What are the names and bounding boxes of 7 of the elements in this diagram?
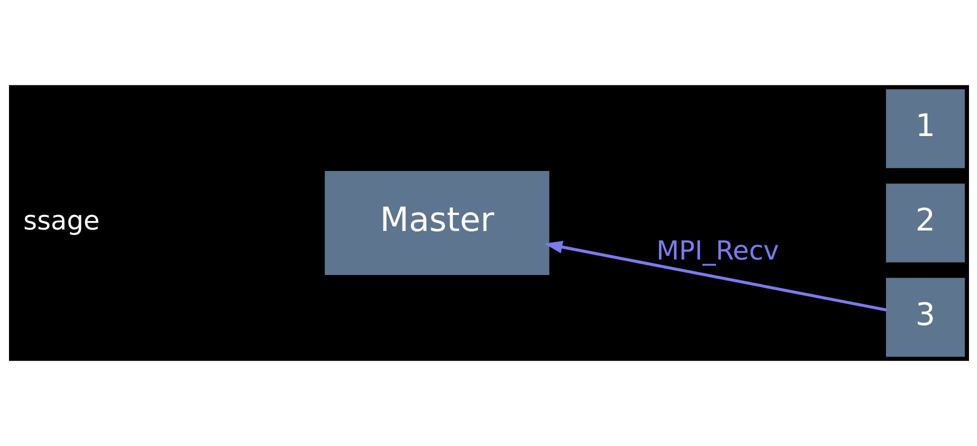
node-box: Master — [324, 171, 549, 275]
edge-label: MPI_Recv — [656, 236, 778, 267]
node-box: 3 — [886, 278, 964, 357]
arrow — [544, 240, 886, 312]
label: ssage — [22, 206, 100, 237]
node-box: 2 — [886, 184, 964, 262]
node-box: 1 — [886, 89, 964, 168]
